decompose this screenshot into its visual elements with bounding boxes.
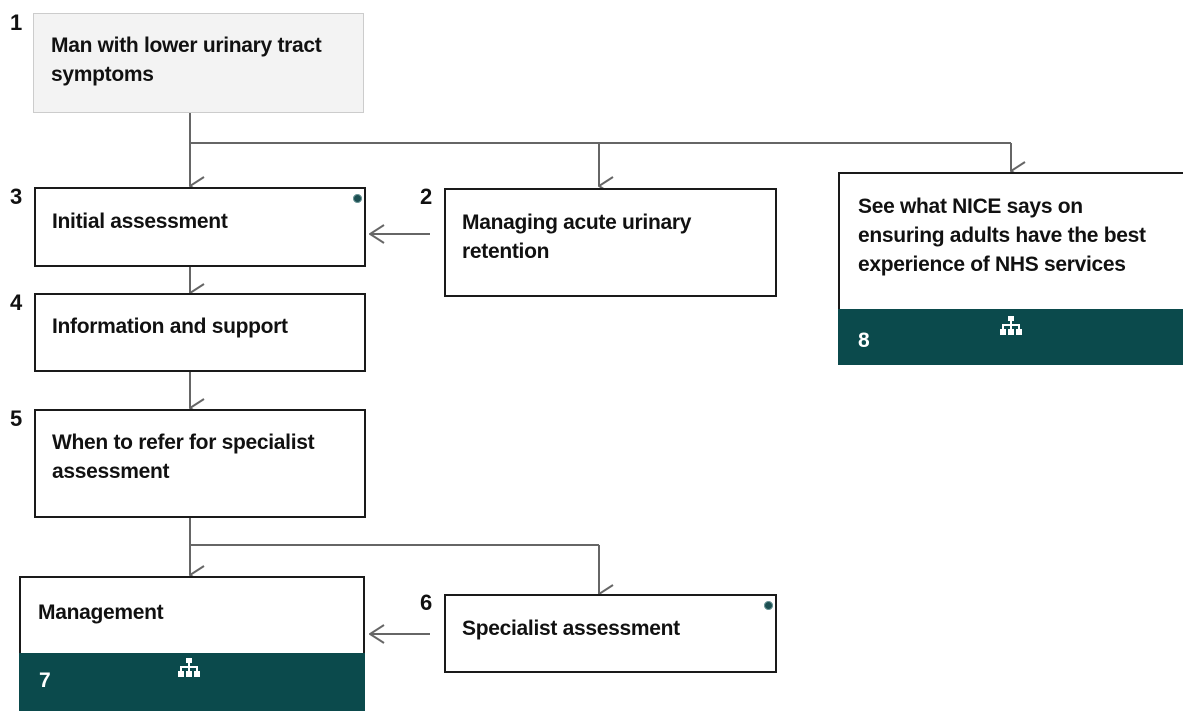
step-number-4: 4 [10, 290, 23, 315]
node-band: 7 [19, 653, 365, 711]
node-specialist-assessment[interactable]: Specialist assessment [444, 594, 777, 673]
step-number-3: 3 [10, 184, 23, 209]
info-dot-icon[interactable] [353, 194, 362, 203]
node-when-to-refer[interactable]: When to refer for specialist assessment [34, 409, 366, 518]
node-initial-assessment[interactable]: Initial assessment [34, 187, 366, 267]
step-number-2: 2 [420, 184, 433, 209]
node-label: Man with lower urinary tract symptoms [51, 34, 322, 86]
node-label: Management [38, 601, 164, 624]
node-label: Specialist assessment [462, 617, 680, 640]
step-number-5: 5 [10, 406, 23, 431]
node-band: 8 [838, 309, 1183, 365]
node-managing-acute-urinary-retention[interactable]: Managing acute urinary retention [444, 188, 777, 297]
node-label: Information and support [52, 315, 288, 338]
info-dot-icon[interactable] [764, 601, 773, 610]
node-nice-patient-experience[interactable]: See what NICE says on ensuring adults ha… [838, 172, 1183, 365]
node-label: Initial assessment [52, 210, 228, 233]
step-number-7: 7 [39, 669, 51, 692]
node-lower-urinary-tract-symptoms[interactable]: Man with lower urinary tract symptoms [33, 13, 364, 113]
node-management[interactable]: Management 7 [19, 576, 365, 711]
step-number-8: 8 [858, 329, 870, 352]
step-number-6: 6 [420, 590, 433, 615]
node-information-and-support[interactable]: Information and support [34, 293, 366, 372]
step-number-1: 1 [10, 10, 23, 35]
node-label: When to refer for specialist assessment [52, 431, 315, 483]
node-label: See what NICE says on ensuring adults ha… [858, 195, 1146, 276]
sitemap-icon [178, 658, 200, 677]
node-label: Managing acute urinary retention [462, 211, 692, 263]
sitemap-icon [1000, 316, 1022, 335]
